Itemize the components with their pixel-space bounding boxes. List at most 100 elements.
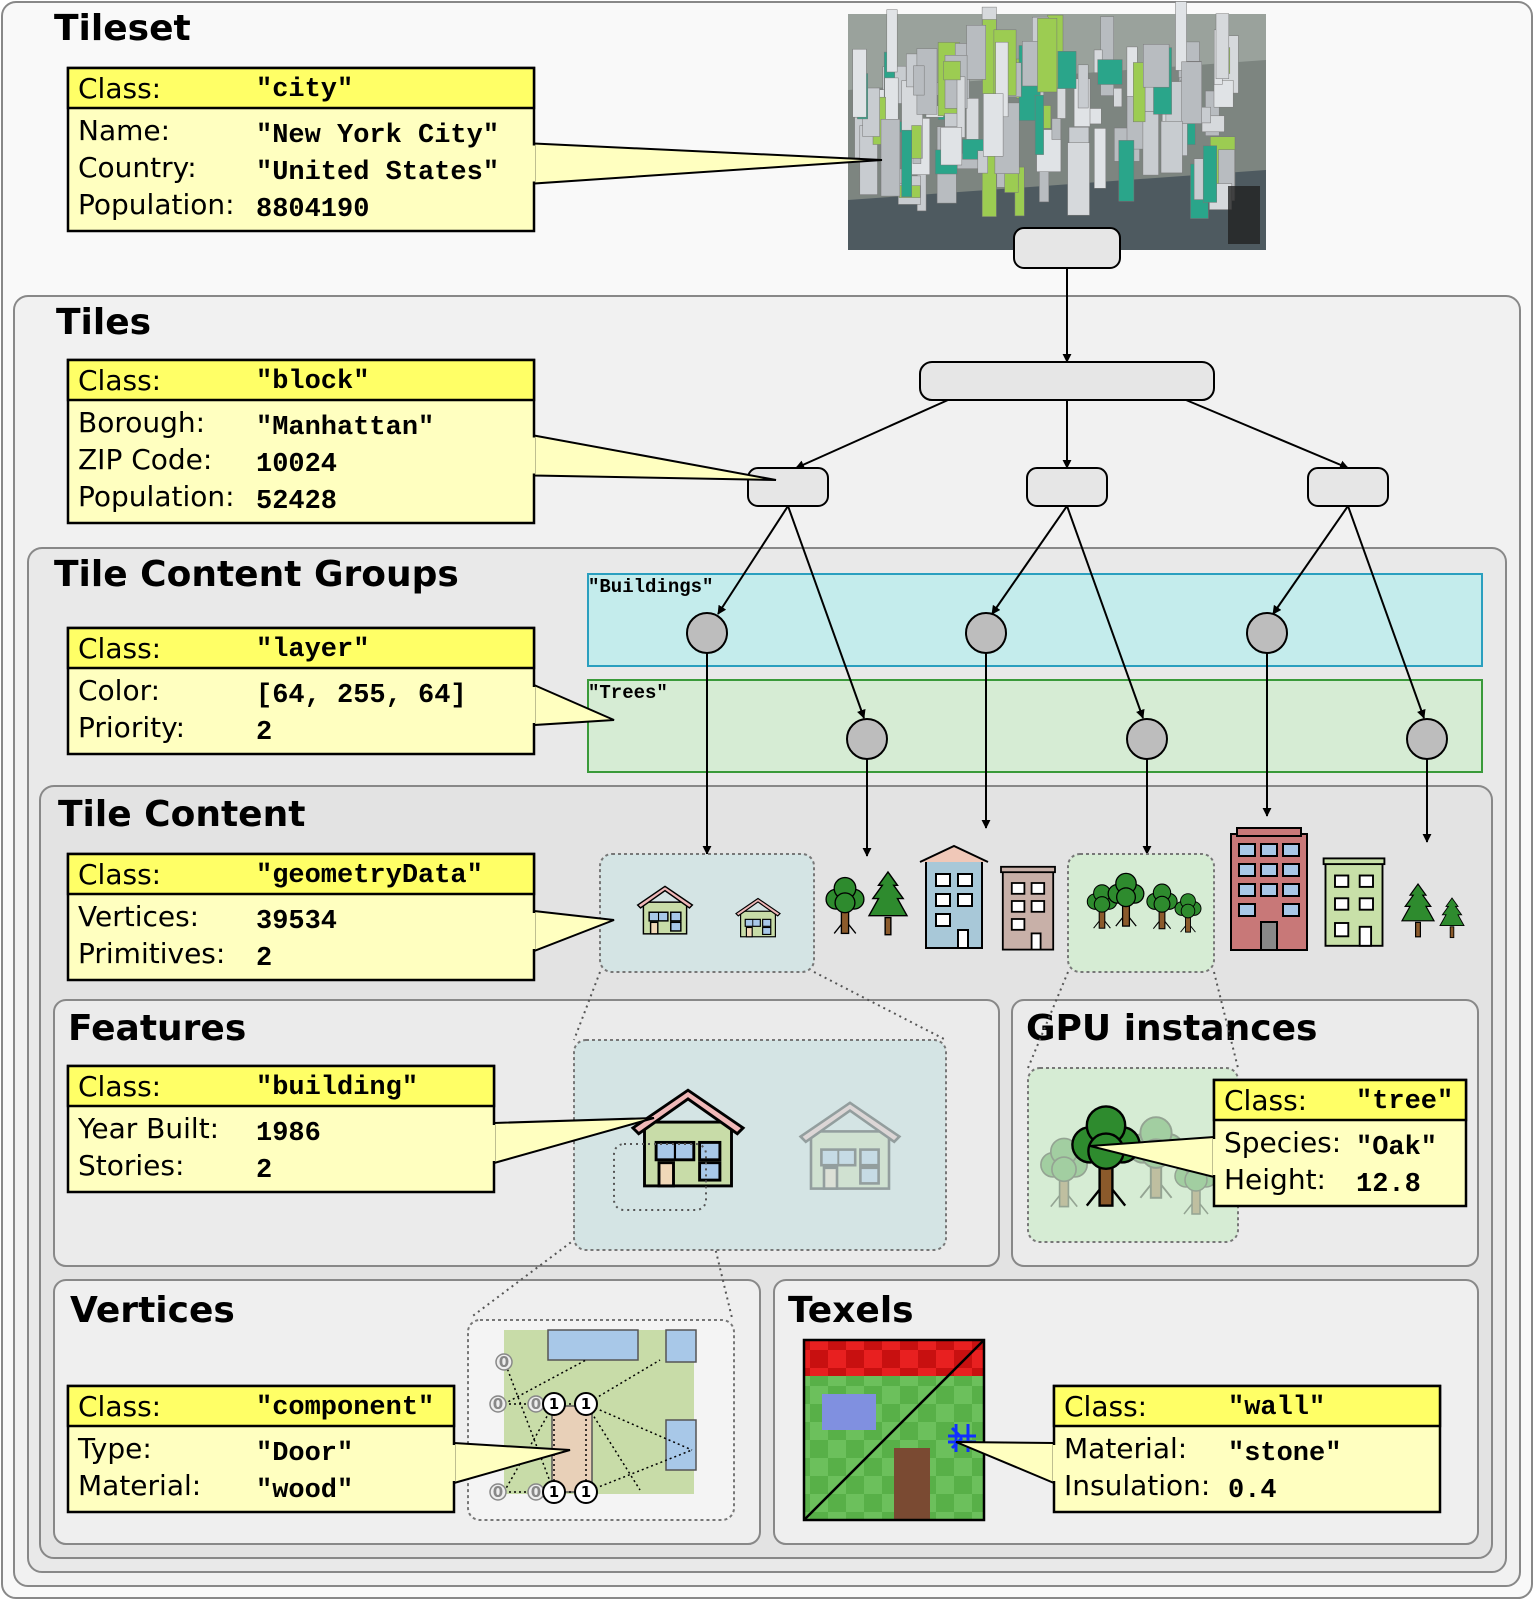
trees-group-band bbox=[587, 679, 1483, 773]
callout-header bbox=[1212, 1078, 1468, 1122]
buildings-group-band bbox=[587, 573, 1483, 667]
callout-property-label: Primitives: bbox=[78, 937, 225, 970]
callout-class-label: Class: bbox=[78, 364, 161, 397]
callout-class-label: Class: bbox=[78, 632, 161, 665]
callout-class-value: "component" bbox=[256, 1393, 434, 1423]
tileset-root-node bbox=[1013, 227, 1121, 269]
tile-content-groups-title: Tile Content Groups bbox=[54, 554, 459, 595]
selected-content-box bbox=[599, 853, 815, 973]
building-icon bbox=[1000, 865, 1056, 951]
callout-property-value: "Door" bbox=[256, 1439, 353, 1469]
texels-title: Texels bbox=[788, 1290, 914, 1331]
callout-class-label: Class: bbox=[78, 1070, 161, 1103]
callout-property-label: Height: bbox=[1224, 1163, 1326, 1196]
callout-property-value: "United States" bbox=[256, 158, 499, 188]
city-image bbox=[848, 1, 1266, 250]
callout-property-label: Population: bbox=[78, 188, 235, 221]
callout-property-label: Type: bbox=[77, 1432, 152, 1465]
vertex-zero-label: 0 bbox=[531, 1483, 541, 1501]
callout-class-value: "building" bbox=[256, 1073, 418, 1103]
tile-content-title: Tile Content bbox=[58, 794, 305, 835]
tile-node-left bbox=[747, 467, 829, 507]
callout-property-value: 12.8 bbox=[1356, 1170, 1421, 1200]
vertices-property-callout: Class: "component" Type: "Door" Material: "wo… bbox=[66, 1384, 571, 1514]
callout-seam bbox=[532, 145, 535, 182]
tileset-title: Tileset bbox=[54, 8, 191, 49]
texel-image bbox=[802, 1338, 986, 1522]
callout-property-value: "Oak" bbox=[1356, 1133, 1437, 1163]
callout-property-label: Priority: bbox=[78, 711, 185, 744]
callout-property-label: Country: bbox=[78, 151, 197, 184]
gpu-property-callout: Class: "tree" Species: "Oak" Height: 12.8 bbox=[1089, 1078, 1468, 1208]
callout-property-value: "New York City" bbox=[256, 121, 499, 151]
callout-property-label: Vertices: bbox=[78, 900, 199, 933]
content-property-callout: Class: "geometryData" Vertices: 39534Primit… bbox=[66, 852, 615, 982]
callout-property-value: 52428 bbox=[256, 487, 337, 517]
vertices-title: Vertices bbox=[70, 1290, 235, 1331]
features-zoom-box bbox=[573, 1039, 947, 1251]
door-highlight bbox=[613, 1143, 707, 1211]
callout-property-label: Population: bbox=[78, 480, 235, 513]
callout-property-label: Species: bbox=[1224, 1126, 1341, 1159]
groups-property-callout: Class: "layer" Color: [64, 255, 64] Priority… bbox=[66, 626, 615, 756]
callout-header bbox=[66, 1384, 456, 1428]
callout-header bbox=[66, 626, 536, 670]
callout-seam bbox=[532, 687, 535, 723]
callout-class-label: Class: bbox=[1224, 1084, 1307, 1117]
vertex-zero-label: 0 bbox=[499, 1353, 509, 1371]
callout-property-value: 0.4 bbox=[1228, 1476, 1277, 1506]
callout-class-label: Class: bbox=[78, 72, 161, 105]
callout-class-value: "block" bbox=[256, 367, 369, 397]
callout-class-value: "city" bbox=[256, 75, 353, 105]
tile-node-right bbox=[1307, 467, 1389, 507]
callout-property-label: ZIP Code: bbox=[78, 443, 212, 476]
callout-property-label: Year Built: bbox=[77, 1112, 219, 1145]
features-title: Features bbox=[68, 1008, 246, 1049]
callout-property-value: 1986 bbox=[256, 1119, 321, 1149]
callout-property-label: Color: bbox=[78, 674, 160, 707]
vertex-zero-label: 0 bbox=[493, 1395, 503, 1413]
hierarchy-arrows bbox=[702, 268, 1432, 857]
building-icon bbox=[1322, 857, 1386, 947]
gpu-instances-title: GPU instances bbox=[1026, 1008, 1317, 1049]
callout-property-label: Material: bbox=[78, 1469, 201, 1502]
callout-seam bbox=[492, 1125, 495, 1161]
tiles-property-callout: Class:"block"Borough:"Manhattan"ZIP Code… bbox=[66, 358, 777, 525]
callout-class-label: Class: bbox=[78, 858, 161, 891]
callout-class-value: "tree" bbox=[1356, 1087, 1453, 1117]
callout-class-value: "wall" bbox=[1228, 1393, 1325, 1423]
callout-property-label: Stories: bbox=[78, 1149, 184, 1182]
callout-class-value: "geometryData" bbox=[256, 861, 483, 891]
texels-property-callout: Class:"wall"Material:"stone"Insulation:0… bbox=[955, 1384, 1442, 1514]
callout-property-value: [64, 255, 64] bbox=[256, 681, 467, 711]
vertex-one-label: 1 bbox=[581, 1483, 591, 1501]
buildings-group-label: "Buildings" bbox=[588, 576, 713, 598]
callout-property-value: 8804190 bbox=[256, 195, 369, 225]
callout-class-label: Class: bbox=[1064, 1390, 1147, 1423]
callout-seam bbox=[452, 1445, 455, 1481]
callout-class-label: Class: bbox=[78, 1390, 161, 1423]
callout-seam bbox=[532, 913, 535, 949]
callout-property-label: Borough: bbox=[78, 406, 205, 439]
callout-header bbox=[1052, 1384, 1442, 1428]
tile-root-node bbox=[919, 361, 1215, 401]
vertex-one-label: 1 bbox=[581, 1395, 591, 1413]
callout-property-value: 2 bbox=[256, 718, 272, 748]
callout-header bbox=[66, 852, 536, 896]
building-icon bbox=[919, 845, 989, 949]
vertex-one-label: 1 bbox=[549, 1395, 559, 1413]
callout-class-value: "layer" bbox=[256, 635, 369, 665]
vertices-zoom: 0 0 0 0 0 1 1 1 1 bbox=[467, 1319, 735, 1521]
callout-property-value: 2 bbox=[256, 1156, 272, 1186]
callout-seam bbox=[532, 437, 535, 474]
trees-group-label: "Trees" bbox=[588, 682, 668, 704]
vertex-one-label: 1 bbox=[549, 1483, 559, 1501]
callout-property-value: "wood" bbox=[256, 1476, 353, 1506]
vertex-zero-label: 0 bbox=[493, 1483, 503, 1501]
callout-property-value: 39534 bbox=[256, 907, 337, 937]
callout-property-label: Insulation: bbox=[1064, 1469, 1210, 1502]
callout-header bbox=[66, 1064, 496, 1108]
callout-seam bbox=[1213, 1139, 1216, 1175]
tile-node-middle bbox=[1026, 467, 1108, 507]
